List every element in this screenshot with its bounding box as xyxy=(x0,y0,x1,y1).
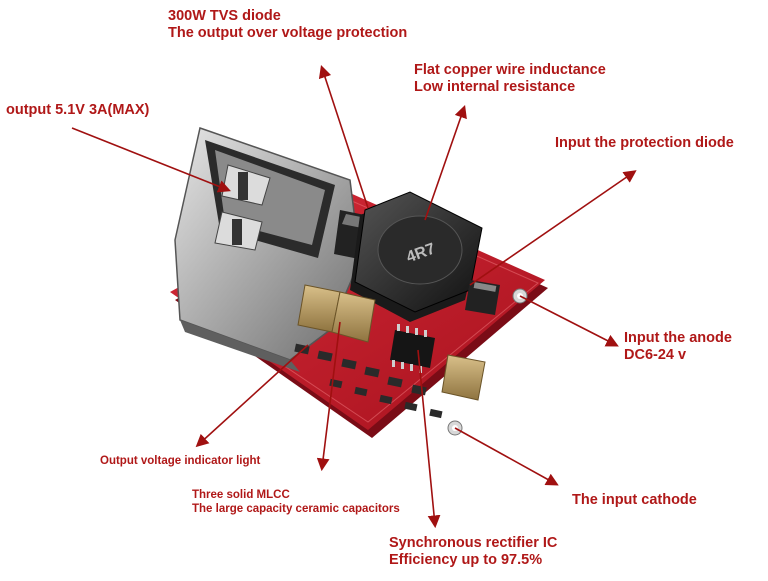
label-protection-line1: Input the protection diode xyxy=(555,135,734,151)
inductor: 4R7 xyxy=(350,191,483,322)
label-rectifier-ic: Synchronous rectifier IC Efficiency up t… xyxy=(389,535,557,570)
label-tvs-line1: 300W TVS diode xyxy=(168,8,281,24)
label-mlcc-line2: The large capacity ceramic capacitors xyxy=(192,502,400,515)
label-sync-line1: Synchronous rectifier IC xyxy=(389,535,558,551)
label-led-line1: Output voltage indicator light xyxy=(100,455,261,467)
label-anode-line2: DC6-24 v xyxy=(624,347,687,364)
label-mlcc: Three solid MLCC The large capacity cera… xyxy=(192,489,400,517)
label-inductor-line2: Low internal resistance xyxy=(414,79,576,96)
label-sync-line2: Efficiency up to 97.5% xyxy=(389,552,543,569)
rectifier-ic xyxy=(390,324,435,373)
label-input-cathode: The input cathode xyxy=(572,492,697,509)
label-output-line1: output 5.1V 3A(MAX) xyxy=(6,102,150,118)
label-inductor: Flat copper wire inductance Low internal… xyxy=(414,62,606,97)
label-indicator-light: Output voltage indicator light xyxy=(100,455,260,469)
mlcc-capacitors xyxy=(297,284,486,401)
smd-components xyxy=(294,343,443,419)
label-tvs-line2: The output over voltage protection xyxy=(168,25,408,42)
label-tvs-diode: 300W TVS diode The output over voltage p… xyxy=(168,8,407,43)
label-input-anode: Input the anode DC6-24 v xyxy=(624,330,732,365)
protection-diode xyxy=(465,280,500,315)
label-output: output 5.1V 3A(MAX) xyxy=(6,102,149,119)
annotation-arrows xyxy=(71,64,637,529)
label-protection-diode: Input the protection diode xyxy=(555,135,734,152)
label-mlcc-line1: Three solid MLCC xyxy=(192,489,290,501)
label-anode-line1: Input the anode xyxy=(624,330,732,346)
label-inductor-line1: Flat copper wire inductance xyxy=(414,62,606,78)
label-cathode-line1: The input cathode xyxy=(572,492,697,508)
